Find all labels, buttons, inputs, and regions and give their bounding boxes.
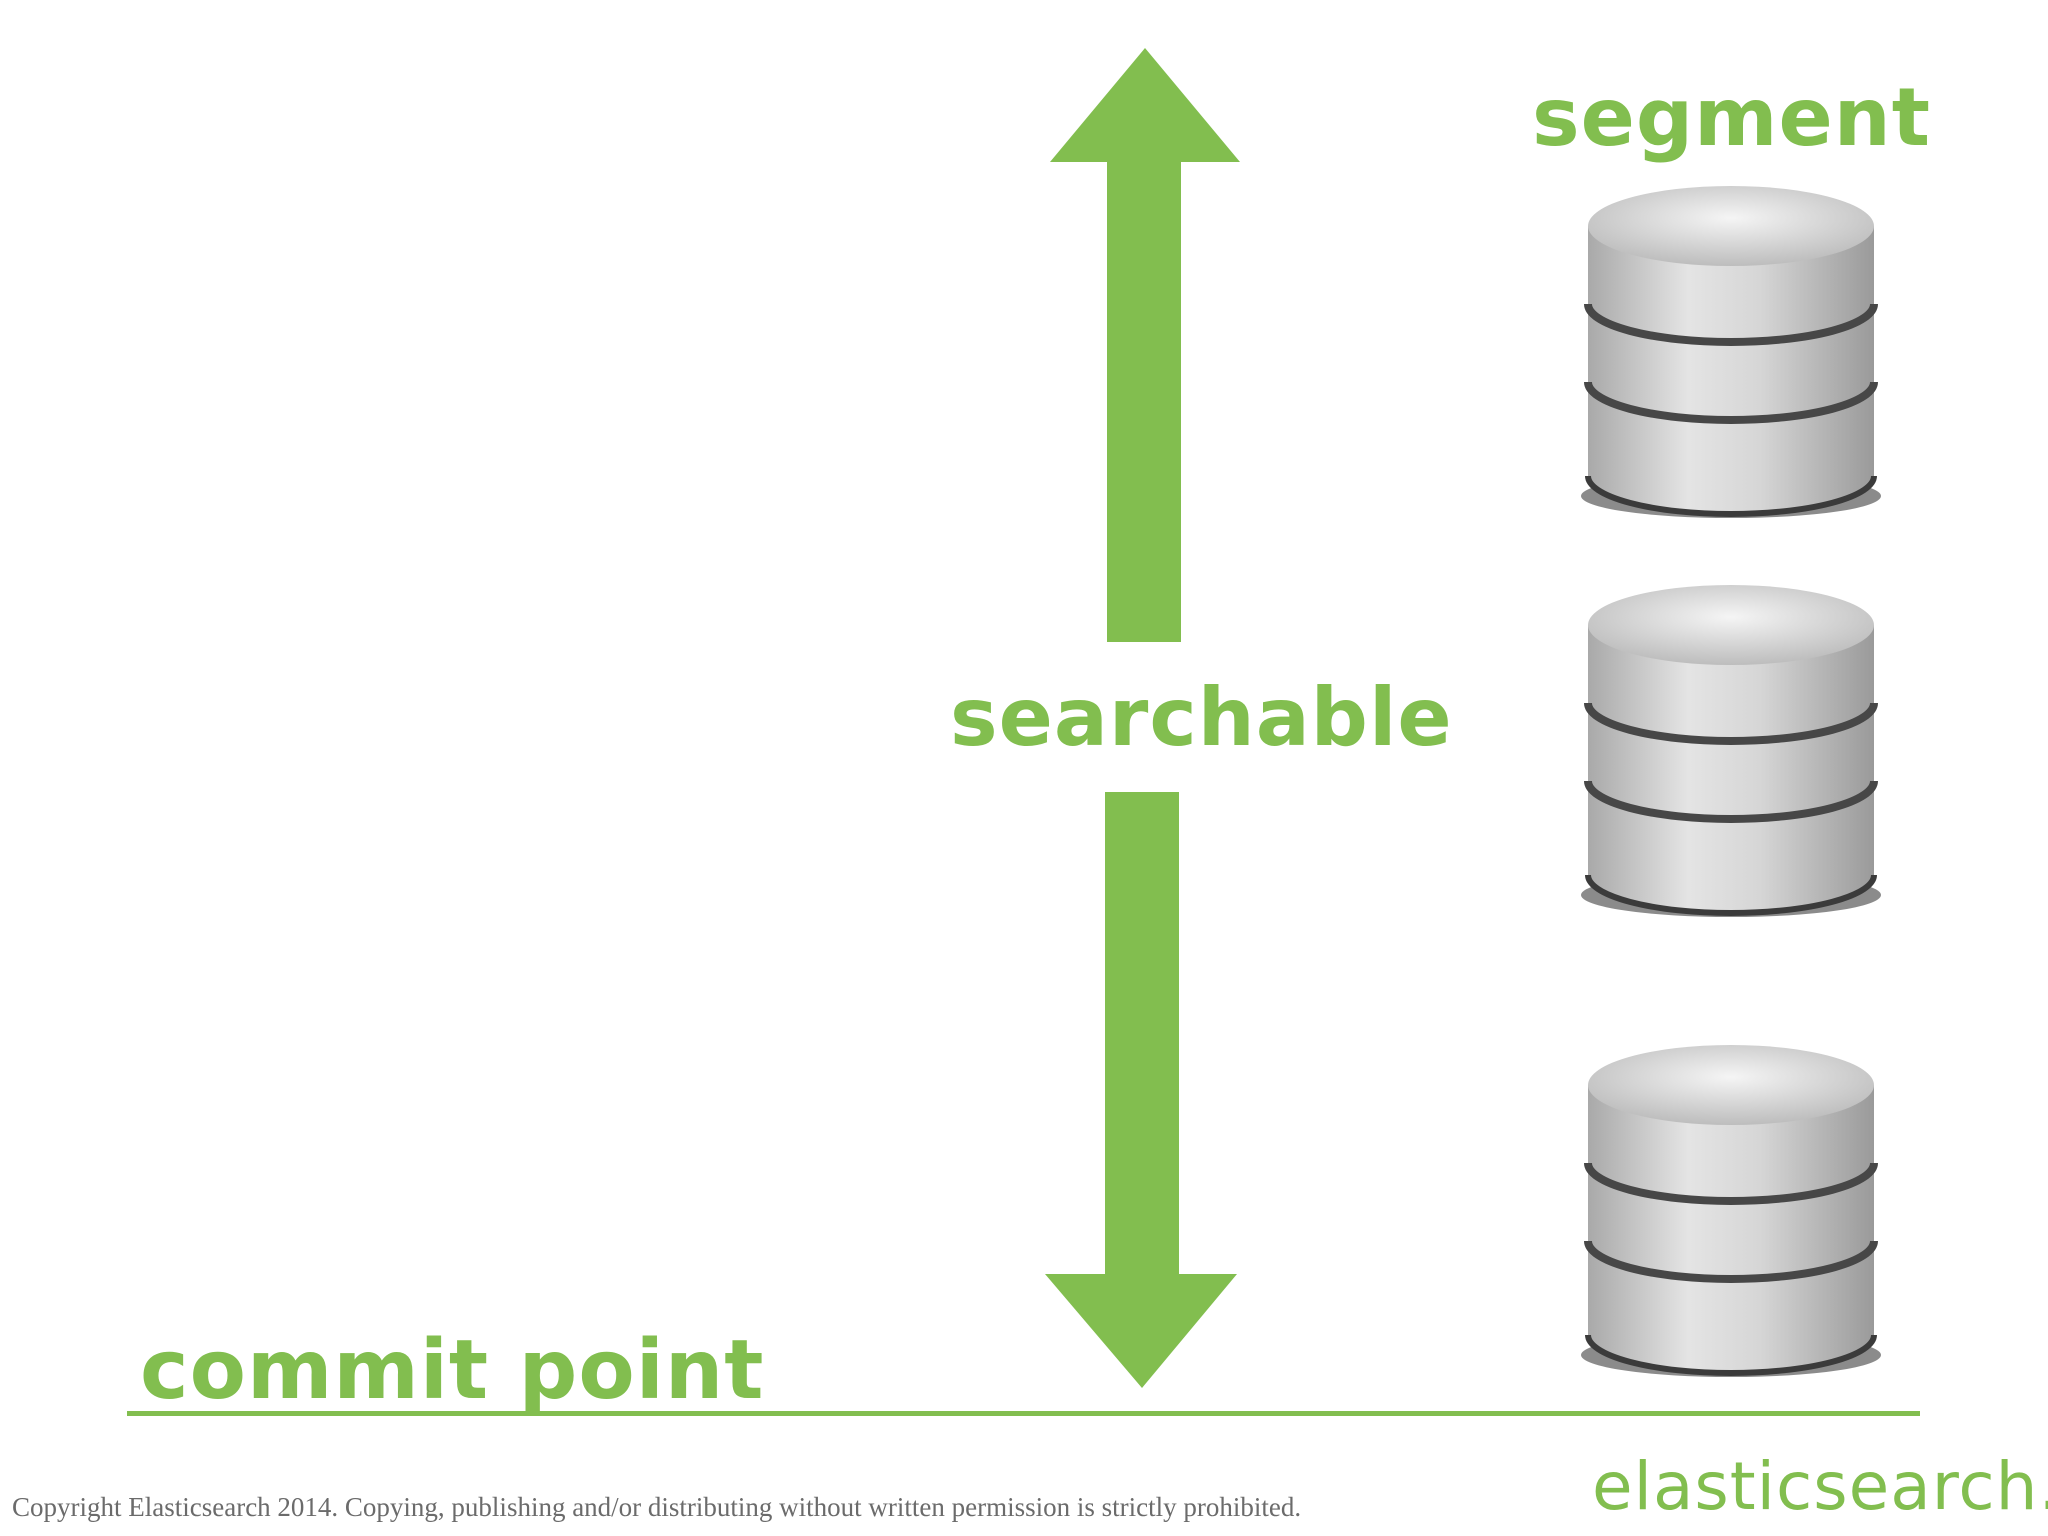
database-cylinder-icon <box>1581 1045 1881 1377</box>
commit-point-label: commit point <box>140 1323 765 1418</box>
commit-point-line <box>127 1411 1920 1416</box>
arrow-down-shaft <box>1105 792 1179 1276</box>
searchable-label: searchable <box>950 671 1453 764</box>
database-cylinder-icon <box>1581 585 1881 917</box>
copyright-notice: Copyright Elasticsearch 2014. Copying, p… <box>12 1492 1302 1522</box>
arrow-down-head <box>1045 1274 1237 1388</box>
database-cylinder-icon <box>1581 186 1881 518</box>
arrow-up-shaft <box>1107 160 1181 642</box>
segment-label: segment <box>1532 71 1931 164</box>
elasticsearch-logo: elasticsearch. <box>1592 1448 2048 1525</box>
arrow-up-head <box>1050 48 1240 162</box>
